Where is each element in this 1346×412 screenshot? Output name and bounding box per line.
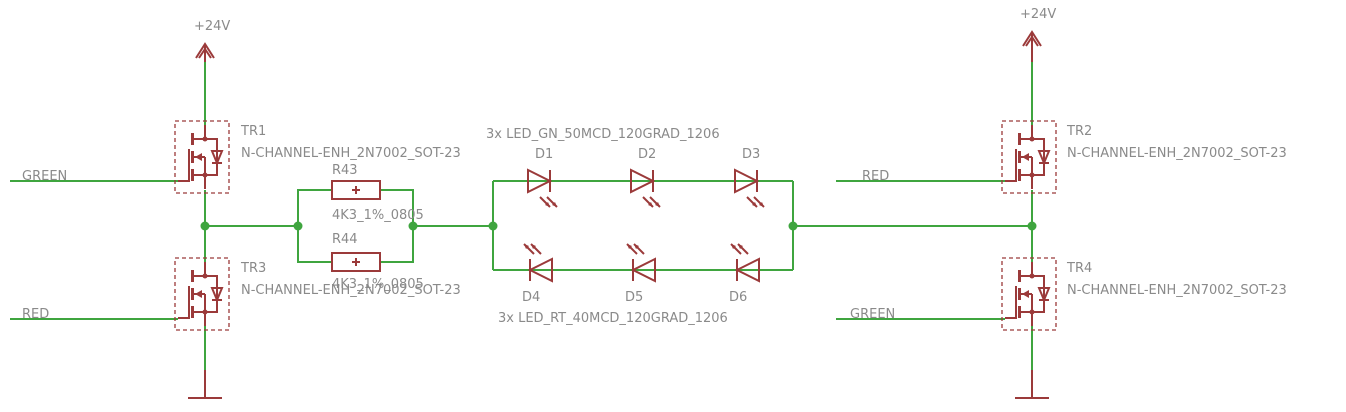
tr2-ref: TR2 <box>1066 124 1092 139</box>
tr1-ref: TR1 <box>240 124 266 139</box>
junction-dot <box>1027 221 1037 231</box>
transistor-tr3[interactable] <box>174 257 230 331</box>
mosfet-channel-icon <box>1018 270 1021 318</box>
net-label-red-left: RED <box>22 307 49 322</box>
led-green-header: 3x LED_GN_50MCD_120GRAD_1206 <box>486 127 720 142</box>
diode-triangle-icon <box>630 257 656 283</box>
transistor-tr4[interactable] <box>1001 257 1057 331</box>
supply-label-left: +24V <box>194 19 230 34</box>
mosfet-arrow-icon <box>1022 153 1029 161</box>
led-d3[interactable] <box>734 168 765 208</box>
diode-triangle-icon <box>527 168 553 194</box>
led-d2[interactable] <box>630 168 661 208</box>
body-diode-icon <box>1037 150 1051 166</box>
led-red-header: 3x LED_RT_40MCD_120GRAD_1206 <box>498 311 728 326</box>
mosfet-arrow-icon <box>1022 290 1029 298</box>
resistor-plus-icon <box>352 186 360 194</box>
diode-triangle-icon <box>734 257 760 283</box>
resistor-body-icon <box>331 252 381 272</box>
net-label-red-right: RED <box>862 169 889 184</box>
gate-lead <box>1005 286 1017 319</box>
junction-dot <box>408 221 418 231</box>
mosfet-arrow-icon <box>195 290 202 298</box>
d5-ref: D5 <box>625 290 643 305</box>
mosfet-arrow-icon <box>195 153 202 161</box>
tr1-value: N-CHANNEL-ENH_2N7002_SOT-23 <box>241 146 461 161</box>
body-diode-icon <box>210 150 224 166</box>
diode-triangle-icon <box>734 168 760 194</box>
junction-dot <box>293 221 303 231</box>
net-label-green-right: GREEN <box>850 307 895 322</box>
led-d6[interactable] <box>730 243 760 283</box>
transistor-tr1[interactable] <box>174 120 230 194</box>
tr3-ref: TR3 <box>240 261 266 276</box>
r44-ref: R44 <box>332 232 358 247</box>
wire-r44-left <box>297 226 332 263</box>
led-d5[interactable] <box>626 243 656 283</box>
mosfet-channel-icon <box>1018 133 1021 181</box>
junction-dot <box>200 221 210 231</box>
transistor-tr2[interactable] <box>1001 120 1057 194</box>
body-diode-icon <box>210 287 224 303</box>
led-d1[interactable] <box>527 168 558 208</box>
mosfet-channel-icon <box>191 270 194 318</box>
body-diode-icon <box>1037 287 1051 303</box>
supply-arrow-icon <box>1022 30 1042 62</box>
d3-ref: D3 <box>742 147 760 162</box>
supply-right: +24V <box>1020 7 1056 62</box>
tr4-value: N-CHANNEL-ENH_2N7002_SOT-23 <box>1067 283 1287 298</box>
resistor-r43[interactable] <box>331 180 381 200</box>
tr4-ref: TR4 <box>1066 261 1092 276</box>
d1-ref: D1 <box>535 147 553 162</box>
r43-value: 4K3_1%_0805 <box>332 208 424 223</box>
wire-r43-left <box>297 189 332 226</box>
supply-label-right: +24V <box>1020 7 1056 22</box>
led-d4[interactable] <box>523 243 553 283</box>
supply-arrow-icon <box>195 42 215 62</box>
wire-resistor-right <box>380 189 414 263</box>
diode-triangle-icon <box>527 257 553 283</box>
gate-lead <box>178 149 190 182</box>
junction-dot <box>788 221 798 231</box>
tr2-value: N-CHANNEL-ENH_2N7002_SOT-23 <box>1067 146 1287 161</box>
r44-value: 4K3_1%_0805 <box>332 277 424 292</box>
r43-ref: R43 <box>332 163 358 178</box>
d2-ref: D2 <box>638 147 656 162</box>
net-label-green-left: GREEN <box>22 169 67 184</box>
diode-triangle-icon <box>630 168 656 194</box>
gate-lead <box>178 286 190 319</box>
resistor-plus-icon <box>352 258 360 266</box>
resistor-body-icon <box>331 180 381 200</box>
d4-ref: D4 <box>522 290 540 305</box>
tr3-value: N-CHANNEL-ENH_2N7002_SOT-23 <box>241 283 461 298</box>
mosfet-channel-icon <box>191 133 194 181</box>
d6-ref: D6 <box>729 290 747 305</box>
junction-dot <box>488 221 498 231</box>
supply-left: +24V <box>194 19 230 62</box>
gate-lead <box>1005 149 1017 182</box>
resistor-r44[interactable] <box>331 252 381 272</box>
junctions <box>200 221 1037 231</box>
